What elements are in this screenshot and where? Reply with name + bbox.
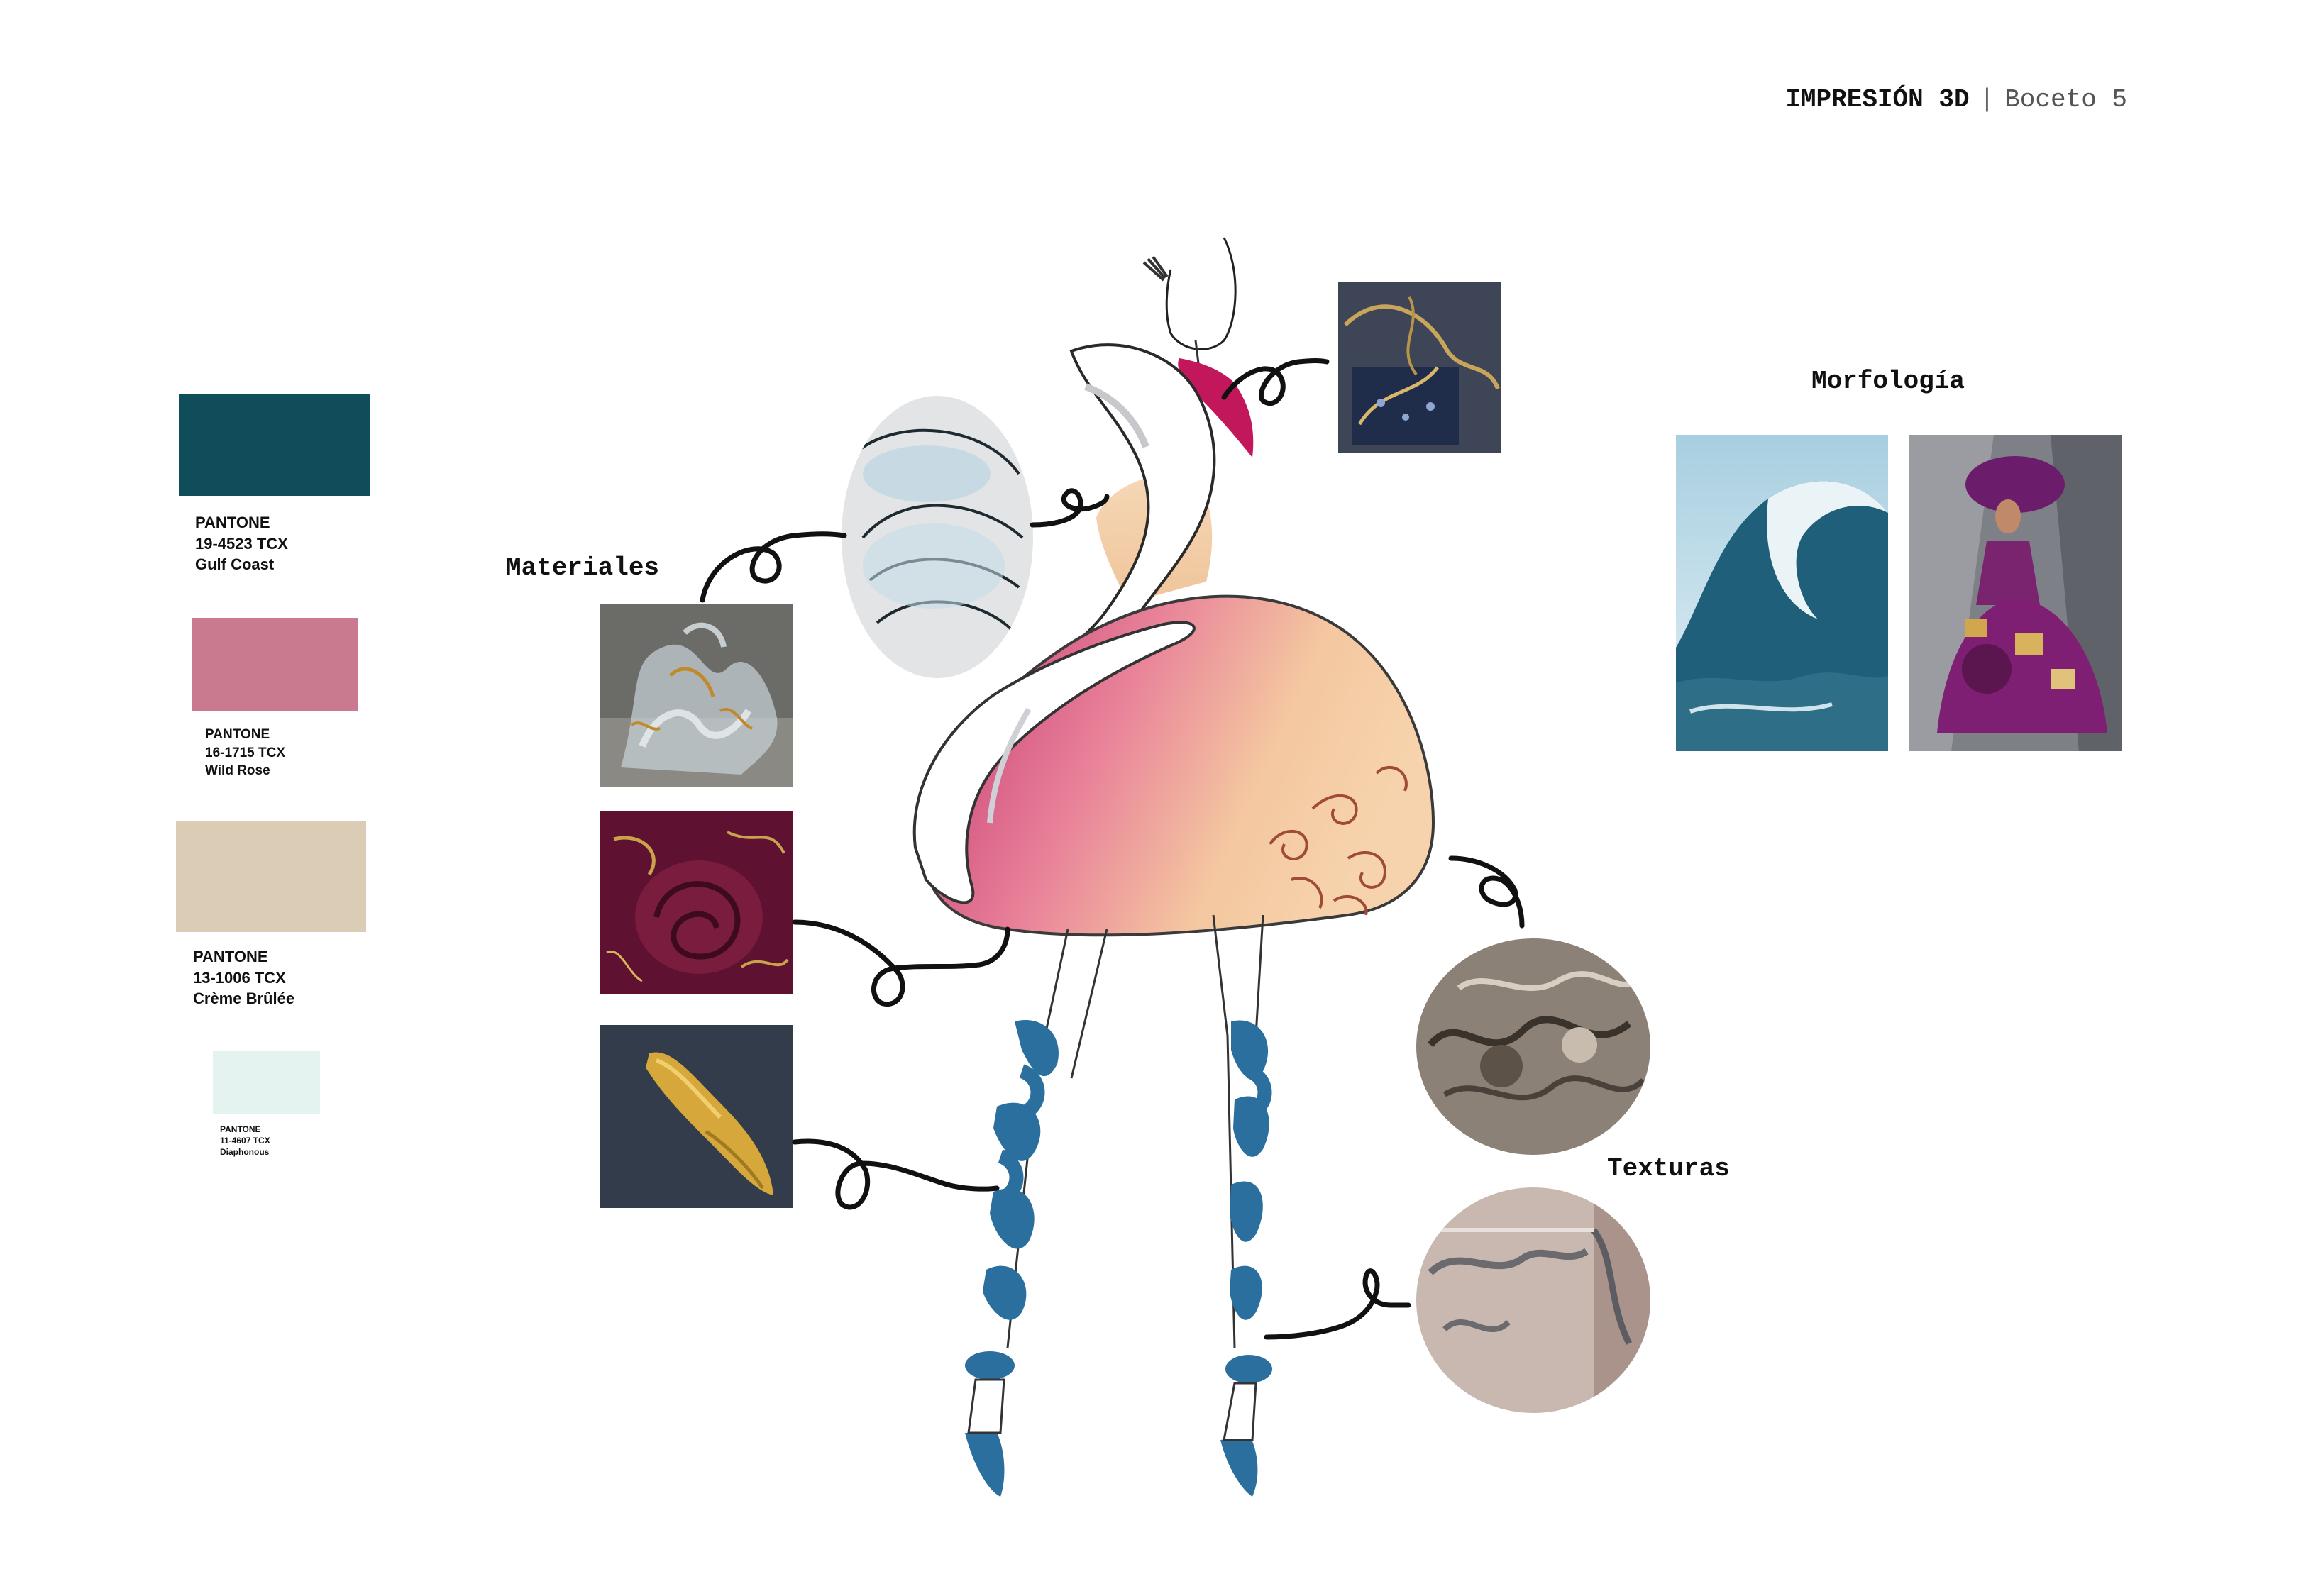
- swatch-creme-brulee: [176, 821, 366, 932]
- figure-shoes: [967, 1378, 1257, 1441]
- header-title: IMPRESIÓN 3D: [1785, 85, 1970, 114]
- header-separator: |: [1979, 85, 1995, 114]
- right-boot: [1220, 1020, 1272, 1497]
- swatch-gulf-coast: [179, 394, 370, 496]
- morphology-photo-runway: [1909, 435, 2122, 751]
- figure-skirt: [920, 594, 1435, 937]
- swatch-diaphonous: [213, 1051, 320, 1114]
- material-photo-gold-wire: [1338, 282, 1501, 453]
- figure-torso: [1096, 474, 1213, 603]
- swatch-label-creme-brulee: PANTONE 13-1006 TCX Crème Brûlée: [193, 948, 295, 1008]
- figure-legs: [1006, 914, 1264, 1348]
- skirt-embroidery: [1269, 765, 1408, 916]
- material-photo-clear-spirals: [842, 396, 1033, 678]
- texture-photo-lace: [1416, 938, 1650, 1155]
- figure-scarf: [1178, 358, 1254, 458]
- materiales-label: Materiales: [506, 553, 660, 582]
- swatch-label-gulf-coast: PANTONE 19-4523 TCX Gulf Coast: [195, 514, 288, 574]
- material-photo-gold-piece: [600, 1025, 793, 1208]
- material-photo-clear-resin: [600, 604, 793, 787]
- swatch-wild-rose: [192, 618, 358, 711]
- morphology-photo-wave: [1676, 435, 1888, 751]
- material-photo-burgundy-rose: [600, 811, 793, 994]
- connector-lines: [700, 358, 1525, 1340]
- header-subtitle: Boceto 5: [2004, 85, 2127, 114]
- figure-head: [1142, 237, 1237, 370]
- swatch-label-wild-rose: PANTONE 16-1715 TCX Wild Rose: [205, 727, 286, 779]
- page-header: IMPRESIÓN 3D | Boceto 5: [1785, 85, 2127, 114]
- texturas-label: Texturas: [1607, 1154, 1730, 1183]
- texture-photo-ornament: [1416, 1187, 1650, 1413]
- swatch-label-diaphonous: PANTONE 11-4607 TCX Diaphonous: [220, 1124, 270, 1158]
- left-boot: [965, 1020, 1059, 1497]
- morfologia-label: Morfología: [1811, 367, 1965, 396]
